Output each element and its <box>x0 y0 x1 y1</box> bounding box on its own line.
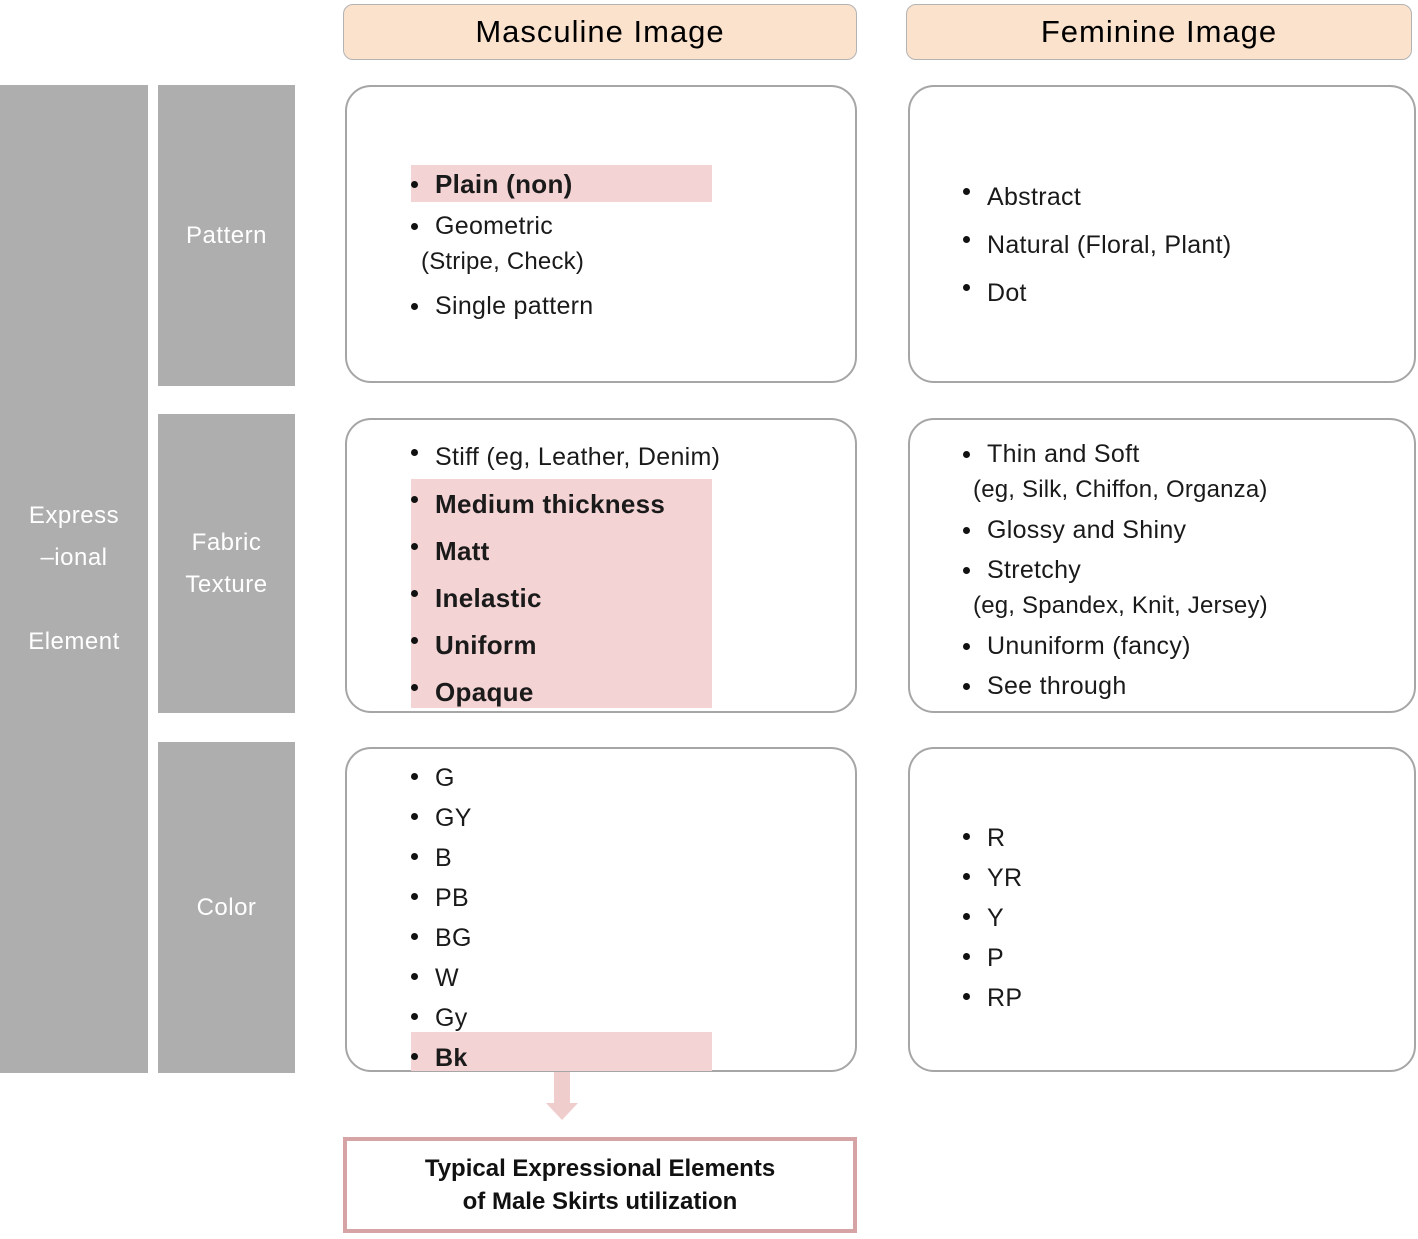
list-item-text: Gy <box>435 1004 468 1032</box>
list-item-text: Stretchy <box>987 556 1082 584</box>
list-item: Abstract <box>950 173 1400 221</box>
list-masculine-color: G GY B PB BG W Gy Bk <box>398 758 838 1078</box>
list-item-text: Dot <box>987 279 1027 307</box>
header-masculine-image: Masculine Image <box>343 4 857 60</box>
conclusion-box: Typical Expressional Elements of Male Sk… <box>343 1137 857 1233</box>
list-feminine-color: R YR Y P RP <box>950 818 1390 1018</box>
list-masculine-pattern: Plain (non) Geometric (Stripe, Check) Si… <box>398 166 838 330</box>
list-item-text: W <box>435 964 459 992</box>
list-item: Stiff (eg, Leather, Denim) <box>398 434 848 481</box>
list-item-text: B <box>435 844 452 872</box>
row-label-fabric-texture: Fabric Texture <box>158 414 295 713</box>
list-item-text: BG <box>435 924 472 952</box>
list-item-text: Ununiform (fancy) <box>987 632 1191 660</box>
row-label-pattern: Pattern <box>158 85 295 386</box>
list-item-text: R <box>987 824 1006 852</box>
list-item-subtext: (eg, Spandex, Knit, Jersey) <box>973 592 1268 619</box>
list-item: See through <box>950 668 1410 704</box>
list-item-text: Geometric <box>435 212 554 240</box>
list-item: Opaque <box>398 669 848 716</box>
list-item-text: See through <box>987 672 1127 700</box>
list-item: PB <box>398 878 838 918</box>
list-item-text: Stiff (eg, Leather, Denim) <box>435 443 721 471</box>
list-item-subtext: (eg, Silk, Chiffon, Organza) <box>973 476 1268 503</box>
list-item-text: Uniform <box>435 630 537 660</box>
list-item: Uniform <box>398 622 848 669</box>
list-item: R <box>950 818 1390 858</box>
row-label-pattern-text: Pattern <box>186 221 267 249</box>
list-item-text: PB <box>435 884 469 912</box>
list-feminine-fabric-texture: Thin and Soft (eg, Silk, Chiffon, Organz… <box>950 436 1410 708</box>
list-item-text: GY <box>435 804 472 832</box>
label-express-line1: Express <box>28 502 120 529</box>
header-masculine-label: Masculine Image <box>475 14 725 49</box>
highlight-bk <box>411 1032 712 1071</box>
list-item-text: Plain (non) <box>435 169 573 199</box>
list-item: Ununiform (fancy) <box>950 628 1410 664</box>
list-item-text: Natural (Floral, Plant) <box>987 231 1232 259</box>
list-item: Geometric (Stripe, Check) <box>398 208 838 280</box>
row-label-fabric-line2: Texture <box>185 570 268 598</box>
list-item: Glossy and Shiny <box>950 512 1410 548</box>
card-masculine-pattern <box>345 85 857 383</box>
list-item-text: Medium thickness <box>435 489 666 519</box>
highlight-plain-non <box>411 165 712 202</box>
list-item-text: Thin and Soft <box>987 440 1140 468</box>
list-item: Matt <box>398 528 848 575</box>
list-item-text: G <box>435 764 455 792</box>
card-feminine-pattern <box>908 85 1416 383</box>
list-item-text: Y <box>987 904 1004 932</box>
row-label-expressional-element: Express –ional Element <box>0 85 148 1073</box>
list-item-text: Matt <box>435 536 490 566</box>
list-item-text: Bk <box>435 1044 468 1072</box>
list-feminine-pattern: Abstract Natural (Floral, Plant) Dot <box>950 173 1400 317</box>
list-item-subtext: (Stripe, Check) <box>421 248 585 275</box>
list-item-text: RP <box>987 984 1023 1012</box>
list-item: BG <box>398 918 838 958</box>
list-item: Dot <box>950 269 1400 317</box>
list-item: Thin and Soft (eg, Silk, Chiffon, Organz… <box>950 436 1410 508</box>
list-masculine-fabric-texture: Stiff (eg, Leather, Denim) Medium thickn… <box>398 434 848 716</box>
list-item: YR <box>950 858 1390 898</box>
list-item: Gy <box>398 998 838 1038</box>
row-label-color-text: Color <box>196 893 257 921</box>
list-item: W <box>398 958 838 998</box>
list-item: Stretchy (eg, Spandex, Knit, Jersey) <box>950 552 1410 624</box>
list-item: Inelastic <box>398 575 848 622</box>
label-express-line3: Element <box>28 628 120 655</box>
card-feminine-fabric-texture <box>908 418 1416 713</box>
list-item: RP <box>950 978 1390 1018</box>
list-item-text: Abstract <box>987 183 1082 211</box>
list-item-text: YR <box>987 864 1023 892</box>
header-feminine-image: Feminine Image <box>906 4 1412 60</box>
list-item: GY <box>398 798 838 838</box>
highlight-fabric-group <box>411 479 712 708</box>
card-feminine-color <box>908 747 1416 1072</box>
conclusion-text: Typical Expressional Elements of Male Sk… <box>424 1155 776 1215</box>
list-item-text: P <box>987 944 1004 972</box>
down-arrow-icon <box>554 1072 570 1105</box>
down-arrow-head-icon <box>546 1103 578 1120</box>
list-item: Single pattern <box>398 288 838 324</box>
list-item: Y <box>950 898 1390 938</box>
list-item: Plain (non) <box>398 166 838 202</box>
list-item: Medium thickness <box>398 481 848 528</box>
list-item-text: Single pattern <box>435 292 594 320</box>
list-item-text: Inelastic <box>435 583 542 613</box>
list-item: B <box>398 838 838 878</box>
list-item: Natural (Floral, Plant) <box>950 221 1400 269</box>
row-label-color: Color <box>158 742 295 1073</box>
label-express-line2: –ional <box>40 544 108 571</box>
list-item-text: Glossy and Shiny <box>987 516 1187 544</box>
list-item-text: Opaque <box>435 677 534 707</box>
row-label-fabric-line1: Fabric <box>191 528 262 556</box>
list-item: P <box>950 938 1390 978</box>
list-item: G <box>398 758 838 798</box>
header-feminine-label: Feminine Image <box>1040 14 1278 49</box>
card-masculine-color <box>345 747 857 1072</box>
list-item: Bk <box>398 1038 838 1078</box>
